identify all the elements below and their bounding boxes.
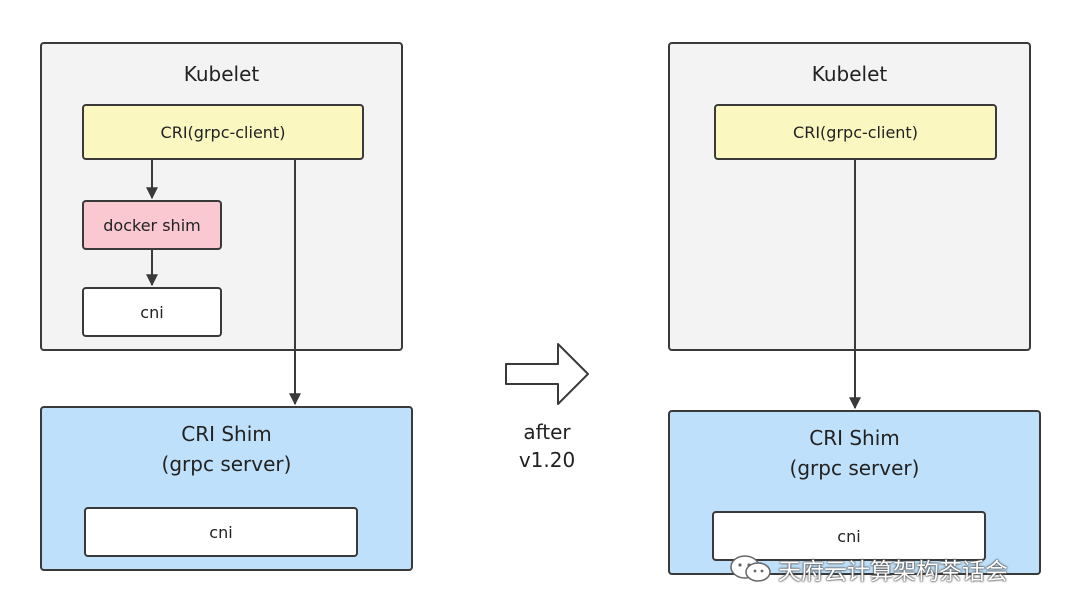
left-kubelet-title: Kubelet <box>183 62 260 86</box>
right-kubelet-box: Kubelet <box>668 42 1031 351</box>
transition-arrow-icon <box>505 343 589 405</box>
left-cri-shim-cni-box: cni <box>84 507 358 557</box>
transition-label: after v1.20 <box>498 418 596 474</box>
wechat-icon <box>730 555 771 582</box>
left-docker-shim-box: docker shim <box>82 200 222 250</box>
left-cri-shim-title: CRI Shim <box>181 422 272 446</box>
left-cri-shim-subtitle: (grpc server) <box>161 452 292 476</box>
transition-label-line2: v1.20 <box>518 448 576 472</box>
watermark-text: 天府云计算架构茶话会 <box>778 559 1008 585</box>
right-cri-shim-subtitle: (grpc server) <box>789 456 920 480</box>
left-cri-client-box: CRI(grpc-client) <box>82 104 364 160</box>
right-cri-shim-title: CRI Shim <box>809 426 900 450</box>
right-cri-client-box: CRI(grpc-client) <box>714 104 997 160</box>
left-kubelet-cni-box: cni <box>82 287 222 337</box>
watermark: 天府云计算架构茶话会 <box>728 552 1008 586</box>
right-cri-shim-cni-box: cni <box>712 511 986 561</box>
right-kubelet-title: Kubelet <box>811 62 888 86</box>
transition-label-line1: after <box>523 420 571 444</box>
